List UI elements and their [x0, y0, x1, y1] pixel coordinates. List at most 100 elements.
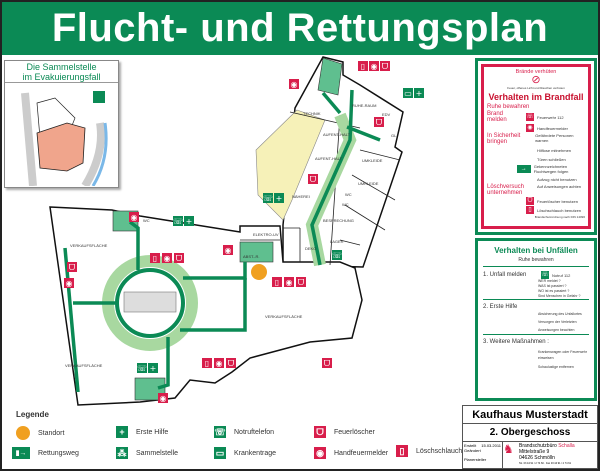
svg-text:▯: ▯ — [275, 278, 279, 287]
room-label: VERKAUFSFLÄCHE — [70, 243, 108, 248]
assembly-point-icon: ⁂ — [116, 447, 128, 459]
fire-item: Hilflose mitnehmen — [537, 147, 572, 153]
svg-text:▯: ▯ — [361, 62, 365, 71]
fire-alarm-icon: ◉ — [223, 245, 233, 255]
emergency-phone-icon: ☏ — [214, 426, 226, 438]
legend-label: Löschschlauch — [416, 447, 463, 455]
fire-title: Verhalten im Brandfall — [488, 92, 584, 102]
page-title: Flucht- und Rettungsplan — [51, 6, 549, 50]
fire-item: Feuerwehr 112 — [537, 114, 564, 120]
main-floor-outline — [49, 206, 363, 406]
svg-text:◉: ◉ — [286, 278, 293, 287]
fire-alarm-icon: ◉ — [289, 79, 299, 89]
svg-text:ᗜ: ᗜ — [382, 62, 389, 71]
company-logo: ♞ — [503, 442, 514, 456]
extinguisher-icon: ᗜ — [308, 174, 318, 184]
escalator — [123, 291, 177, 313]
extinguisher-icon: ᗜ — [314, 426, 326, 438]
room-label: WC — [143, 218, 150, 223]
room-label: UMKLEIDE — [362, 158, 383, 163]
svg-text:◉: ◉ — [160, 394, 167, 403]
legend-label: Notruftelefon — [234, 428, 275, 436]
hose-icon: ▯ — [526, 206, 534, 214]
svg-text:+: + — [186, 217, 193, 226]
extinguisher-icon: ᗜ — [380, 61, 390, 71]
svg-text:▭: ▭ — [404, 89, 412, 98]
stair-south — [134, 377, 166, 401]
first-aid-icon: + — [184, 216, 194, 226]
fire-item: Auf Anweisungen achten — [537, 184, 582, 189]
svg-text:ᗜ: ᗜ — [298, 278, 305, 287]
fire-item: Handfeuermelder — [537, 125, 568, 131]
hose-icon: ▯ — [358, 61, 368, 71]
fire-alarm-icon: ◉ — [526, 124, 534, 132]
legend-label: Feuerlöscher — [334, 428, 375, 436]
stair-center — [239, 241, 274, 263]
fire-step-2: Brand melden — [487, 111, 507, 123]
room-label: DEKO — [305, 246, 316, 251]
legend: Legende Standort +Erste Hilfe ☏Notruftel… — [4, 406, 463, 468]
stair-top — [317, 57, 343, 96]
svg-text:▯: ▯ — [153, 254, 157, 263]
room-label: BESPRECHUNG — [323, 218, 354, 223]
site-map — [21, 91, 108, 189]
accident-sub: Ruhe bewahren — [518, 257, 554, 263]
assembly-point-icon — [93, 91, 105, 103]
room-labels: TECHNIKRUHE-RAUMEDVGLAUFENT-HALTAUFENT-H… — [65, 103, 397, 368]
legend-label: Standort — [38, 429, 65, 437]
svg-text:ᗜ: ᗜ — [376, 118, 383, 127]
extinguisher-icon: ᗜ — [174, 253, 184, 263]
inset-title-2: im Evakuierungsfall — [22, 72, 101, 82]
hose-icon: ▯ — [272, 277, 282, 287]
extinguisher-icon: ᗜ — [67, 262, 77, 272]
fire-item: Gefährdete Personen warnen — [535, 133, 574, 143]
fire-alarm-icon: ◉ — [64, 278, 74, 288]
legend-label: Rettungsweg — [38, 449, 79, 457]
building-name: Kaufhaus Musterstadt — [463, 406, 597, 424]
svg-text:▯: ▯ — [205, 359, 209, 368]
fire-item: Gekennzeichneten Fluchtwegen folgen — [533, 164, 569, 174]
room-label: TECHNIK — [303, 111, 321, 116]
fire-instructions-panel: Brände verhüten ⊘ Feuer, offenes Licht u… — [475, 58, 597, 235]
room-label: AUFENT-HALT — [315, 156, 343, 161]
step-2: 2. Erste Hilfe — [483, 304, 518, 310]
hose-icon: ▯ — [202, 358, 212, 368]
inset-title-1: Die Sammelstelle — [26, 62, 97, 72]
svg-text:ᗜ: ᗜ — [324, 359, 331, 368]
accident-instructions-panel: Verhalten bei Unfällen Ruhe bewahren 1. … — [475, 238, 597, 401]
emergency-phone-icon: ☏ — [137, 363, 147, 373]
no-fire-icon: ⊘ — [531, 74, 541, 86]
svg-text:☏: ☏ — [263, 194, 273, 203]
svg-text:◉: ◉ — [164, 254, 171, 263]
svg-text:ᗜ: ᗜ — [176, 254, 183, 263]
emergency-phone-icon: ☏ — [263, 193, 273, 203]
svg-text:ᗜ: ᗜ — [228, 359, 235, 368]
legend-label: Handfeuermelder — [334, 449, 389, 457]
hose-icon: ▯ — [396, 445, 408, 457]
svg-text:◉: ◉ — [371, 62, 378, 71]
svg-text:◉: ◉ — [225, 246, 232, 255]
legend-title: Legende — [16, 410, 49, 419]
fire-alarm-icon: ◉ — [162, 253, 172, 263]
walls — [240, 111, 401, 266]
step-1: 1. Unfall melden — [483, 272, 527, 278]
fire-item: Aufzug nicht benutzen — [537, 176, 577, 182]
svg-text:+: + — [276, 194, 283, 203]
svg-text:◉: ◉ — [216, 359, 223, 368]
standort-icon — [16, 426, 30, 440]
first-aid-icon: + — [274, 193, 284, 203]
fire-alarm-icon: ◉ — [314, 447, 326, 459]
first-aid-icon: + — [148, 363, 158, 373]
fire-step-1: Ruhe bewahren — [487, 104, 530, 110]
room-label: ELEKTRO-UV — [253, 232, 279, 237]
svg-text:☏: ☏ — [137, 364, 147, 373]
hose-icon: ▯ — [150, 253, 160, 263]
room-label: NÄHEREI — [292, 194, 310, 199]
standort-marker — [251, 264, 267, 280]
fire-item: Türen schließen — [537, 156, 566, 162]
fire-footer: Brandschutzordnung nach DIN 14096 — [534, 215, 585, 219]
